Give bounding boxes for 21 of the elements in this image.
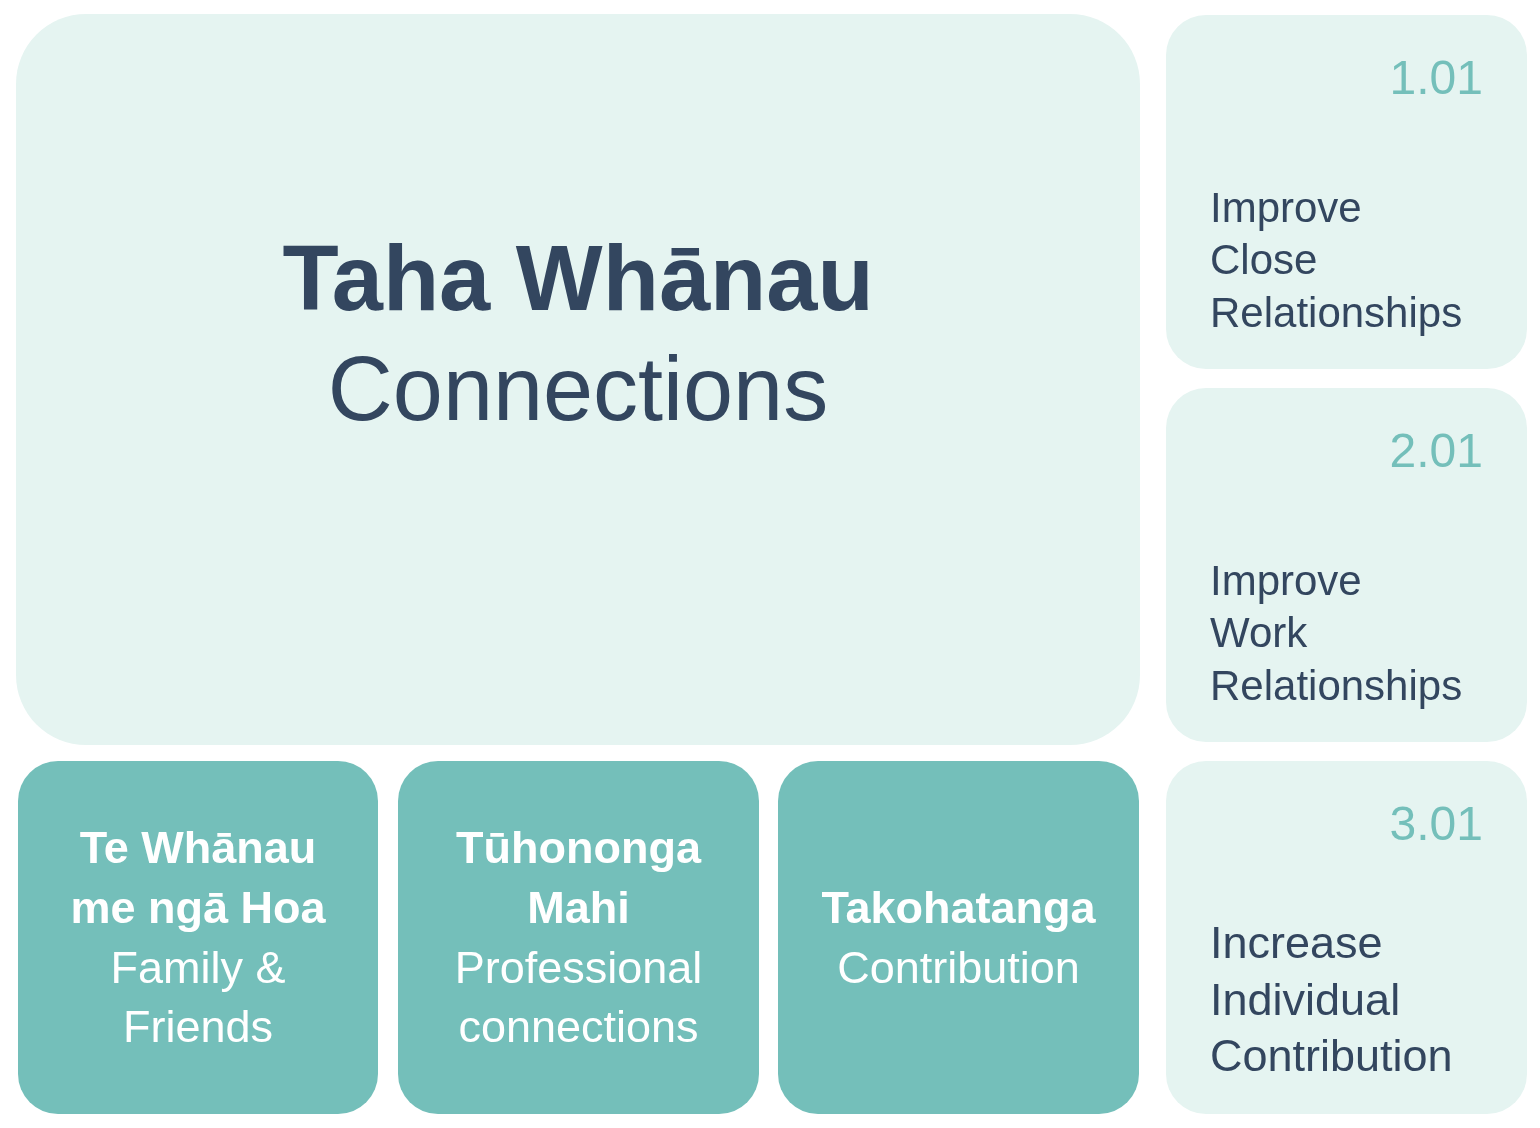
theme-title: Te Whānau me ngā Hoa bbox=[69, 820, 327, 935]
goal-number: 3.01 bbox=[1389, 796, 1483, 852]
category-panel bbox=[16, 14, 1140, 745]
theme-tile bbox=[778, 761, 1139, 1114]
theme-title: Takohatanga bbox=[820, 880, 1097, 935]
category-heading: Taha Whānau bbox=[281, 226, 875, 332]
theme-subtitle: Professional connections bbox=[453, 940, 704, 1055]
theme-subtitle: Contribution bbox=[836, 940, 1081, 995]
goal-text: Increase Individual Contribution bbox=[1210, 916, 1453, 1083]
theme-subtitle: Family & Friends bbox=[109, 940, 287, 1055]
theme-tile bbox=[398, 761, 759, 1114]
goal-number: 1.01 bbox=[1389, 50, 1483, 106]
category-subheading: Connections bbox=[326, 338, 830, 442]
theme-title: Tūhononga Mahi bbox=[455, 820, 702, 935]
goal-text: Improve Work Relationships bbox=[1210, 555, 1463, 711]
goal-card bbox=[1166, 761, 1527, 1114]
goal-card bbox=[1166, 388, 1527, 742]
goal-number: 2.01 bbox=[1389, 423, 1483, 479]
goal-card bbox=[1166, 15, 1527, 369]
goal-text: Improve Close Relationships bbox=[1210, 182, 1463, 338]
theme-tile bbox=[18, 761, 378, 1114]
